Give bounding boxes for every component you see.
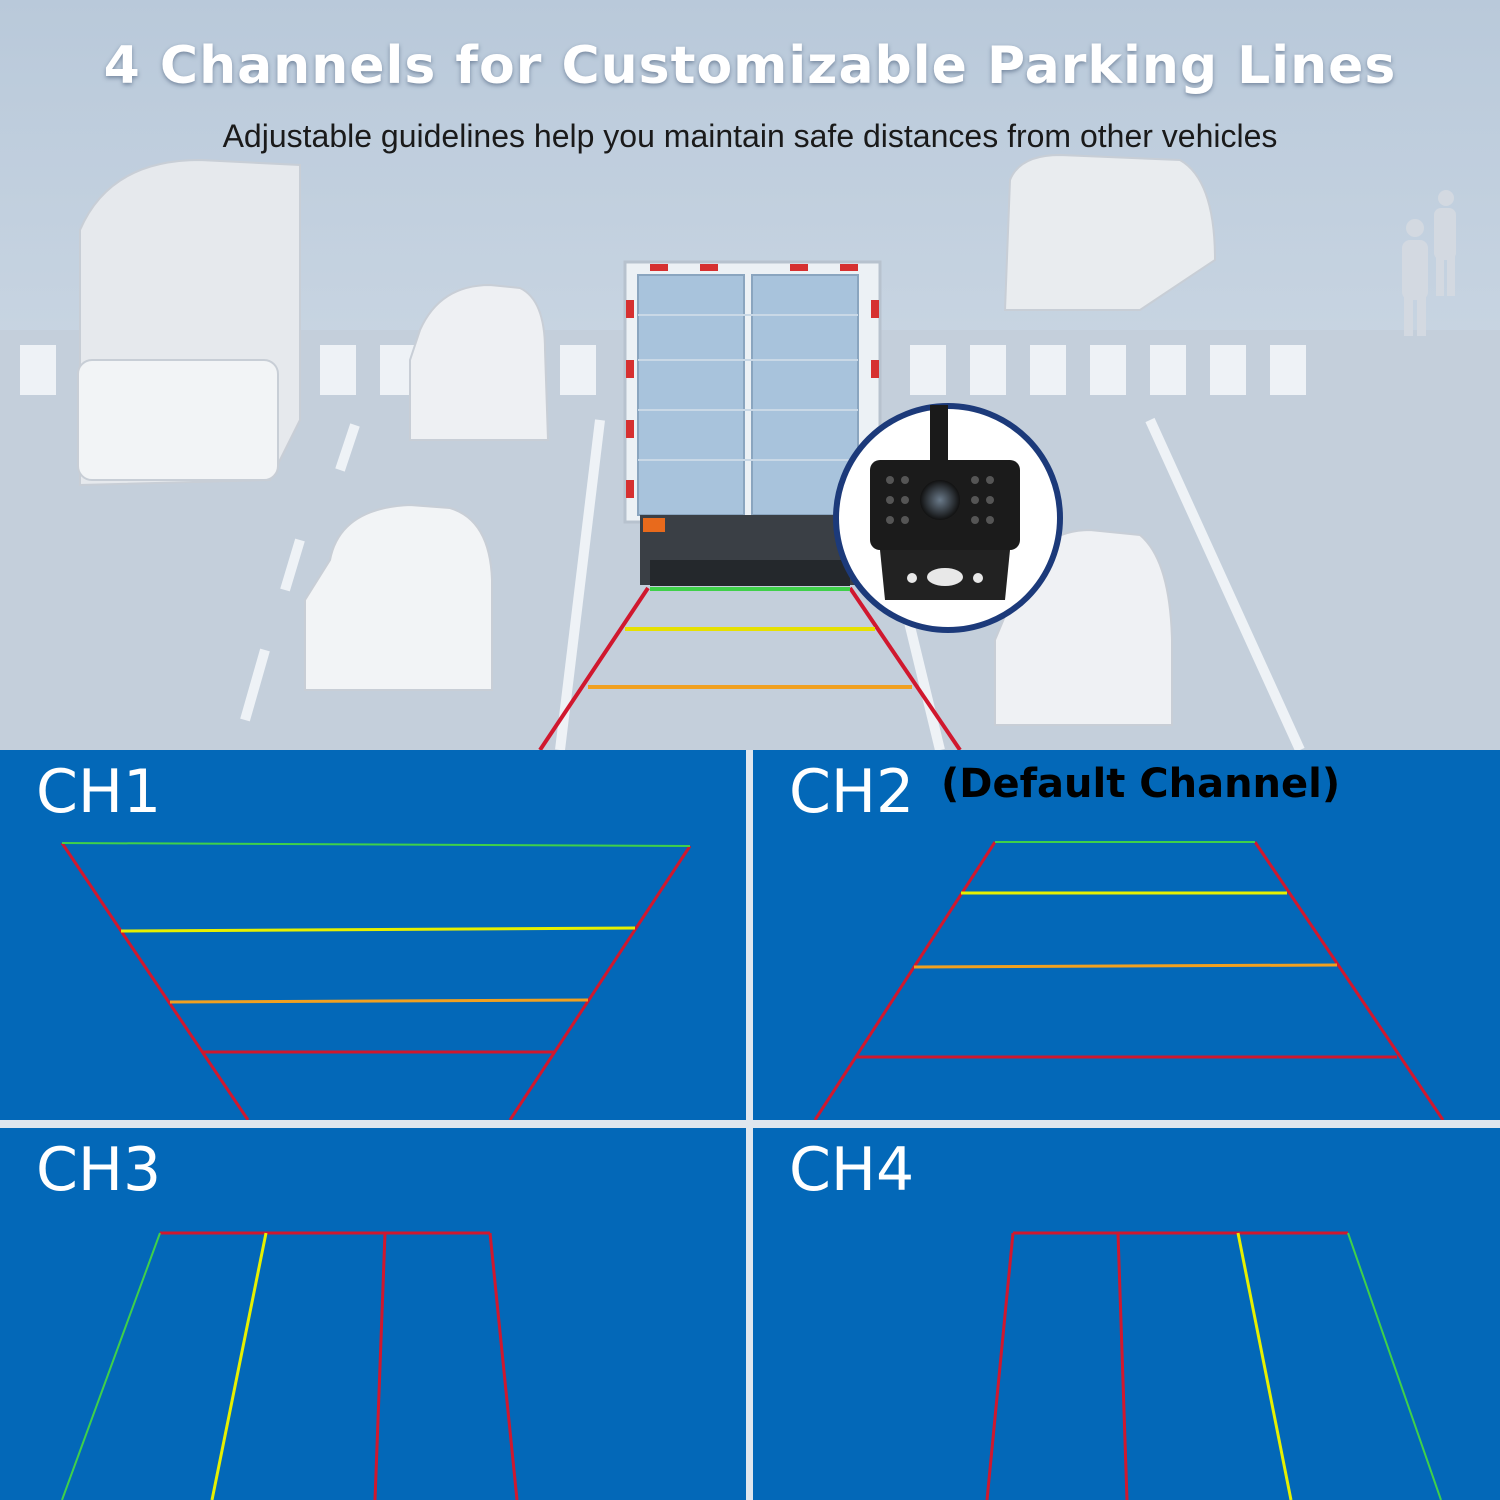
car-front-left — [304, 503, 493, 691]
channel-label: CH3 — [36, 1135, 162, 1205]
street-scene — [0, 0, 1500, 750]
channel-panel-ch2: CH2 (Default Channel) — [753, 750, 1500, 1120]
channel-label: CH4 — [789, 1135, 915, 1205]
default-channel-note: (Default Channel) — [941, 761, 1341, 807]
car-mid-left — [409, 283, 550, 441]
channel-panel-ch3: CH3 — [0, 1128, 746, 1500]
channel-label: CH1 — [36, 757, 162, 827]
channel-panel-ch4: CH4 — [753, 1128, 1500, 1500]
ch4-guidelines — [985, 1231, 1442, 1500]
ch3-guidelines — [61, 1231, 519, 1500]
channel-panels-grid: CH1 CH2 (Default Channel) — [0, 750, 1500, 1500]
page-title: 4 Channels for Customizable Parking Line… — [103, 36, 1397, 96]
channel-panel-ch1: CH1 — [0, 750, 746, 1120]
van-right — [1003, 153, 1217, 311]
box-truck — [623, 260, 882, 586]
van-left — [77, 158, 301, 487]
channel-label: CH2 — [789, 757, 915, 827]
rear-camera-icon — [833, 403, 1063, 633]
pedestrians — [1402, 190, 1456, 336]
ch1-guidelines — [60, 842, 692, 1120]
road-guidelines — [538, 586, 962, 750]
page-subtitle: Adjustable guidelines help you maintain … — [222, 118, 1278, 154]
ch2-guidelines — [813, 841, 1445, 1120]
